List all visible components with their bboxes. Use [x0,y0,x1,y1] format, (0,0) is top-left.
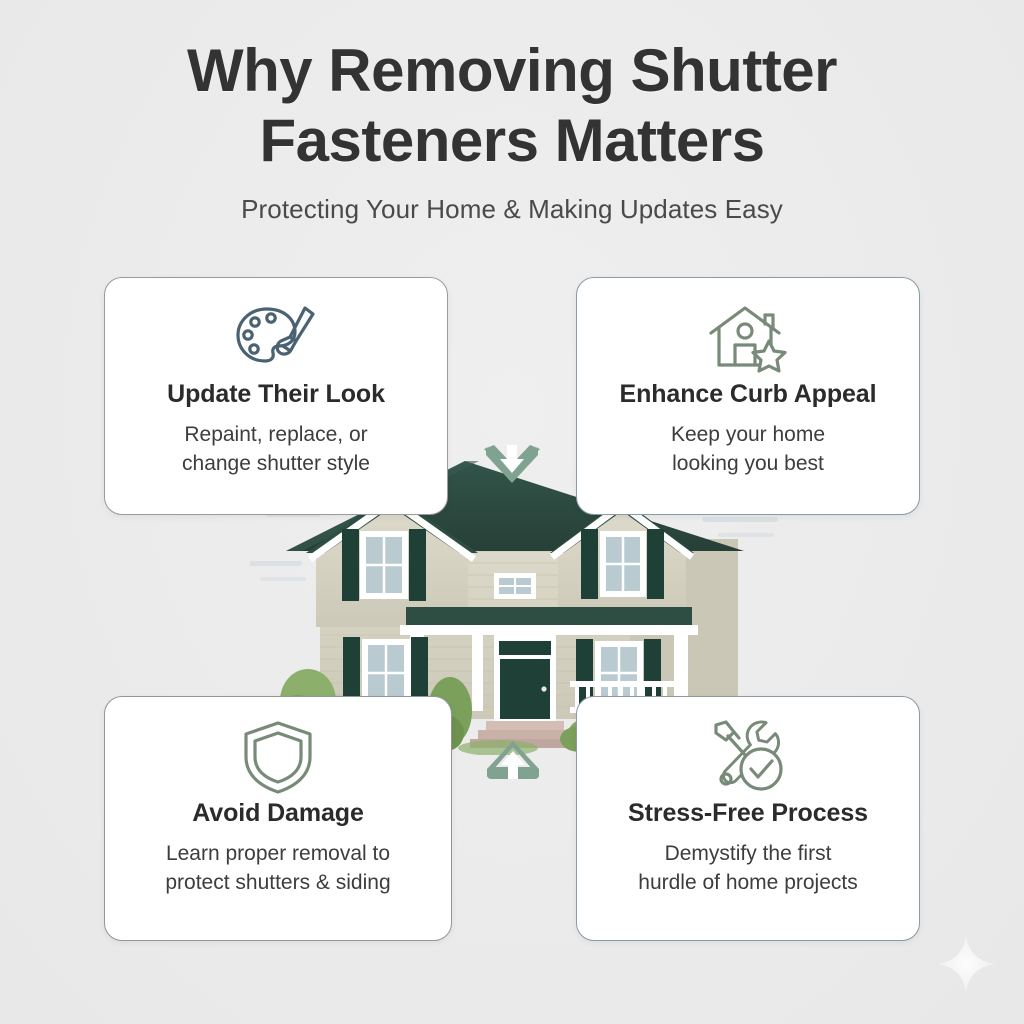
chevron-down-arrow-icon [476,437,548,487]
house-star-icon [705,302,791,374]
wrench-screwdriver-check-icon [704,720,792,793]
card-title: Stress-Free Process [628,799,868,827]
shield-icon [239,721,317,794]
card-description: Keep your home looking you best [670,423,826,475]
card-description: Demystify the first hurdle of home proje… [638,842,858,894]
page-title-line-1: Why Removing Shutter [186,37,838,104]
card-title: Avoid Damage [192,799,364,827]
paint-palette-icon [233,302,319,374]
page-subtitle: Protecting Your Home & Making Updates Ea… [241,194,783,225]
card-title: Update Their Look [167,380,385,408]
card-title: Enhance Curb Appeal [619,380,877,408]
card-update-their-look[interactable]: Update Their Look Repaint, replace, or c… [104,277,448,515]
card-description: Learn proper removal to protect shutters… [165,842,391,894]
card-avoid-damage[interactable]: Avoid Damage Learn proper removal to pro… [104,696,452,941]
page-title-line-2: Fasteners Matters [259,107,765,175]
chevron-up-arrow-icon [477,737,549,787]
card-enhance-curb-appeal[interactable]: Enhance Curb Appeal Keep your home looki… [576,277,920,515]
card-stress-free-process[interactable]: Stress-Free Process Demystify the first … [576,696,920,941]
card-description: Repaint, replace, or change shutter styl… [182,423,370,475]
sparkle-star-icon [934,932,998,996]
